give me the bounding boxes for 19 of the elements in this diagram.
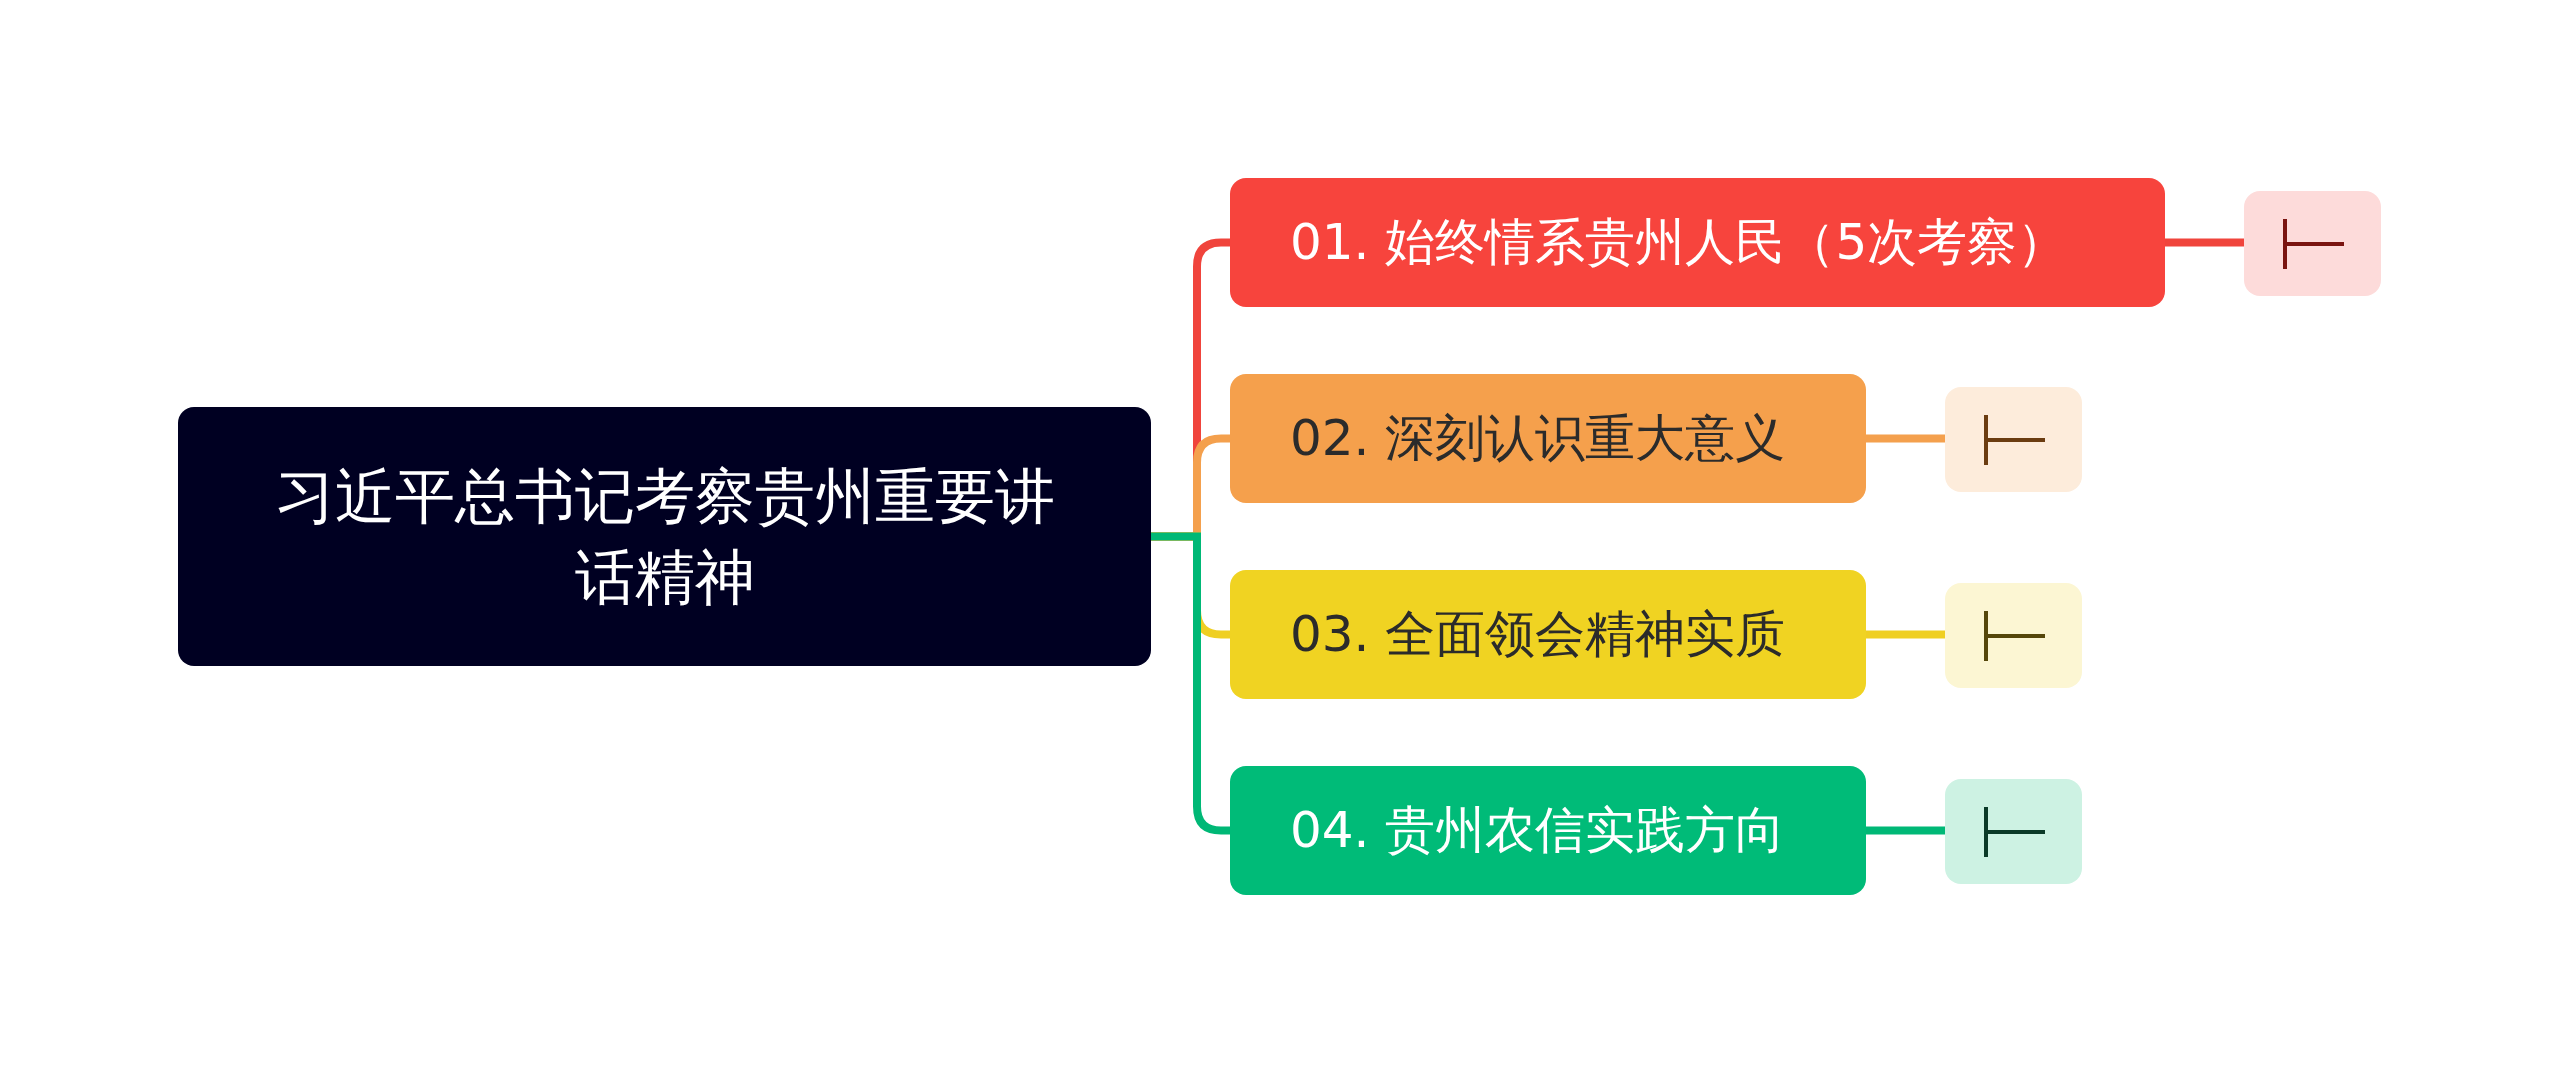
fold-marker: [2244, 191, 2381, 296]
branch-box: [1230, 178, 2165, 307]
connector: [1866, 826, 1945, 835]
connector: [1866, 630, 1945, 639]
branch-text: 01. 始终情系贵州人民（5次考察）: [1290, 211, 2068, 273]
connector: [1866, 434, 1945, 443]
fold-marker: [1945, 583, 2082, 688]
branch-text: 02. 深刻认识重大意义: [1290, 407, 1786, 469]
topic-box: [178, 407, 1151, 666]
connector: [2165, 238, 2244, 247]
branch-box: [1230, 766, 1866, 895]
branch-text: 03. 全面领会精神实质: [1290, 603, 1786, 665]
branch-box: [1230, 374, 1866, 503]
branch-box: [1230, 570, 1866, 699]
topic-text: 习近平总书记考察贵州重要讲话精神: [273, 459, 1056, 614]
fold-marker: [1945, 387, 2082, 492]
branch-text: 04. 贵州农信实践方向: [1290, 799, 1786, 861]
fold-marker: [1945, 779, 2082, 884]
connector: [1151, 532, 1230, 835]
